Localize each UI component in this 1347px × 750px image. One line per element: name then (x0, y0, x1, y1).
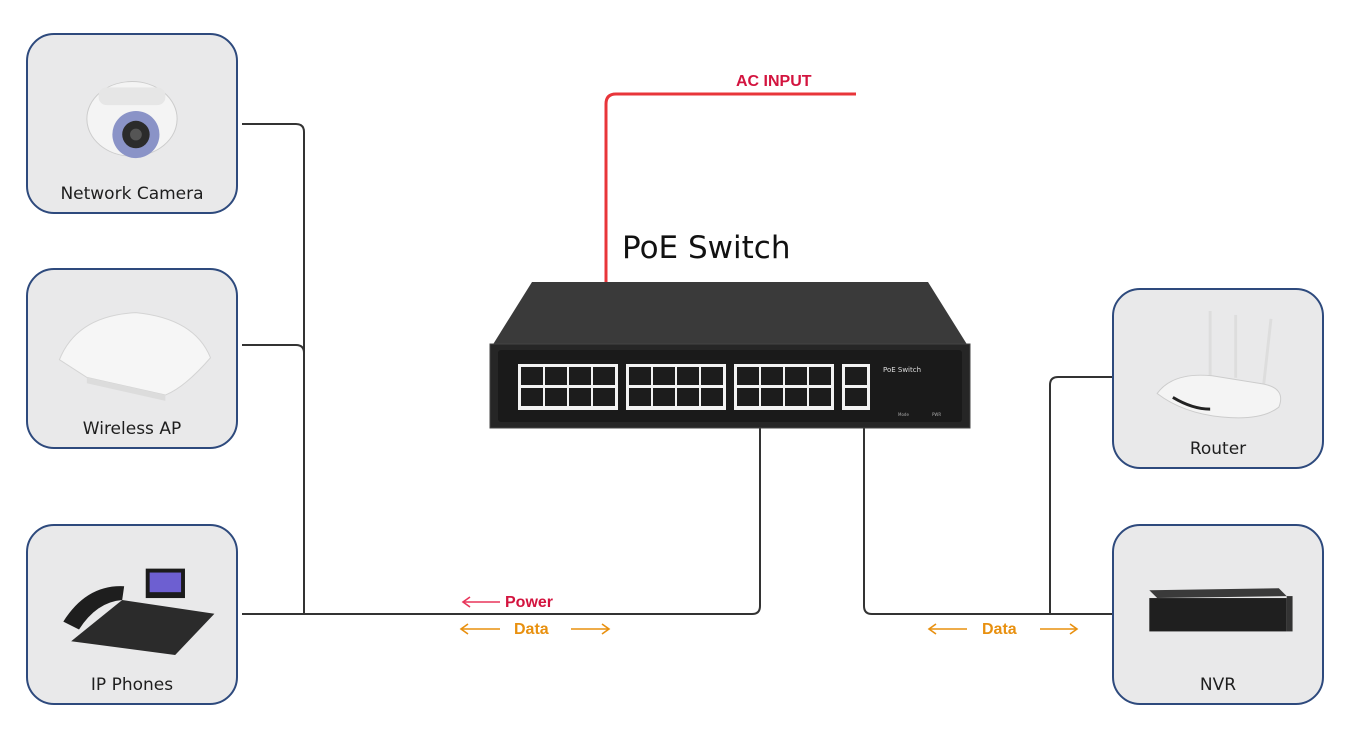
ethernet-port (653, 367, 675, 385)
left-data-label: Data (514, 621, 549, 638)
ethernet-port (653, 388, 675, 406)
ethernet-port (809, 388, 831, 406)
ethernet-port (545, 367, 567, 385)
ethernet-port (545, 388, 567, 406)
ethernet-port (785, 367, 807, 385)
right-data-label: Data (982, 621, 1017, 638)
poe-switch: PoE Switch Mode PWR (489, 282, 971, 429)
switch-title: PoE Switch (622, 230, 791, 266)
dome-camera-icon (86, 81, 178, 159)
device-wireless-ap: Wireless AP (26, 268, 238, 449)
camera-wire (242, 123, 305, 614)
device-label: NVR (1199, 675, 1237, 695)
ap-wire (242, 344, 305, 354)
device-label: Router (1189, 439, 1247, 459)
pwr-led-label: PWR (932, 412, 941, 417)
ethernet-port (521, 367, 543, 385)
access-point-icon (58, 312, 212, 401)
power-arrow (461, 596, 500, 608)
ethernet-port (761, 388, 783, 406)
router-wire (1049, 376, 1112, 614)
ethernet-port (629, 367, 651, 385)
router-icon (1156, 311, 1282, 419)
ethernet-port (785, 388, 807, 406)
ethernet-port (677, 367, 699, 385)
ac-input-wire (604, 92, 856, 282)
ac-input-label: AC INPUT (736, 73, 812, 90)
ethernet-port (593, 367, 615, 385)
ethernet-port (677, 388, 699, 406)
ethernet-port (737, 388, 759, 406)
ethernet-port (569, 367, 591, 385)
switch-front-label: PoE Switch (883, 366, 921, 374)
device-nvr: NVR (1112, 524, 1324, 705)
port-block (518, 364, 870, 410)
phone-to-switch-wire (242, 426, 761, 615)
device-router: Router (1112, 288, 1324, 469)
ethernet-port (845, 388, 867, 406)
device-network-camera: Network Camera (26, 33, 238, 214)
ethernet-port (701, 367, 723, 385)
ethernet-port (521, 388, 543, 406)
switch-to-nvr-wire (863, 426, 1112, 615)
ethernet-port (809, 367, 831, 385)
device-label: Network Camera (60, 184, 204, 204)
ethernet-port (845, 367, 867, 385)
ethernet-port (761, 367, 783, 385)
ethernet-port (629, 388, 651, 406)
ethernet-port (701, 388, 723, 406)
ethernet-port (593, 388, 615, 406)
device-ip-phones: IP Phones (26, 524, 238, 705)
device-label: Wireless AP (82, 419, 182, 439)
right-data-arrows (927, 623, 1079, 635)
nvr-icon (1149, 588, 1293, 632)
ip-phone-icon (63, 568, 215, 655)
device-label: IP Phones (90, 675, 174, 695)
ethernet-port (569, 388, 591, 406)
mode-led-label: Mode (898, 412, 909, 417)
power-label: Power (505, 594, 554, 611)
ethernet-port (737, 367, 759, 385)
left-data-arrows (459, 623, 611, 635)
